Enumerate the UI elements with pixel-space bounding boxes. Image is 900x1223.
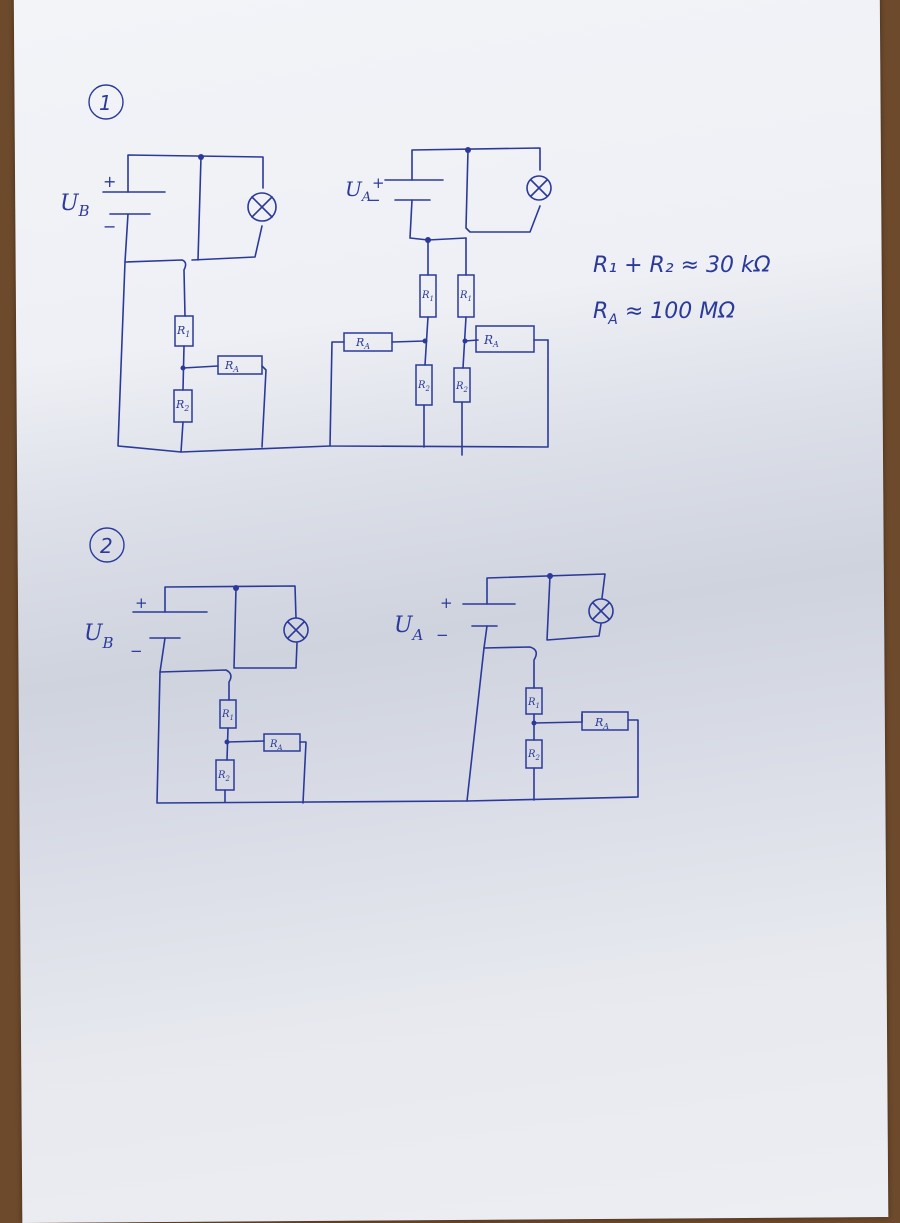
meter-ra-left-label: RA	[355, 336, 370, 351]
lamp-cross-b	[530, 179, 548, 197]
section-number-1: 1	[99, 91, 112, 115]
resistor-r2-label: R2	[417, 380, 431, 393]
meter-ra-label: RA	[594, 716, 609, 731]
section-marker-1	[88, 84, 124, 120]
lamp-symbol	[283, 617, 309, 643]
wire-neg-to-r1	[159, 637, 232, 701]
wire-top	[411, 147, 541, 181]
resistor-r1-label: R1	[459, 290, 472, 303]
voltage-label-ua: UA	[345, 177, 371, 205]
meter-ra-right-label: RA	[483, 333, 499, 349]
wire-lamp-return	[465, 149, 541, 233]
section-marker-2	[89, 527, 125, 563]
circuit-1b: + − UA R1 R2 R1 R2 RA	[329, 147, 552, 456]
circuit-2a: + − UB R1 R2 RA	[84, 585, 468, 804]
wire-neg-bridge	[427, 237, 467, 241]
wire-neg-to-r1	[483, 625, 538, 689]
lamp-symbol	[526, 175, 552, 201]
resistor-r2-label: R2	[527, 749, 541, 762]
wire-neg-to-r1	[124, 213, 187, 317]
wire-lamp-return	[546, 575, 602, 641]
formula-ra: RA ≈ 100 MΩ	[593, 299, 735, 328]
wire-top	[164, 585, 297, 619]
wire-ra-return	[299, 741, 307, 804]
resistor-r2-label: R2	[455, 381, 469, 394]
wire-r2-bottom	[180, 421, 184, 453]
meter-ra	[217, 355, 263, 375]
wire-lamp-return	[191, 225, 263, 261]
meter-ra	[581, 711, 629, 731]
battery-plus-sign: +	[135, 594, 148, 612]
wire-battery-bridge	[197, 156, 202, 261]
battery-minus-sign: −	[368, 191, 381, 209]
wire-bottom-rail	[329, 339, 549, 448]
voltage-label-ua: UA	[394, 613, 424, 644]
battery-minus-sign: −	[103, 217, 116, 236]
battery-plus-sign: +	[440, 594, 453, 612]
resistor-r2-label: R2	[217, 770, 231, 783]
formula-r1-plus-r2: R₁ + R₂ ≈ 30 kΩ	[593, 253, 771, 278]
wire-lamp-return	[233, 587, 298, 669]
meter-ra-label: RA	[224, 359, 239, 374]
resistor-r1-label: R1	[221, 709, 234, 722]
meter-ra-right	[475, 325, 535, 353]
lamp-cross-b	[592, 602, 610, 620]
battery-minus-sign: −	[436, 626, 449, 644]
lamp-symbol	[247, 192, 277, 222]
resistor-r1-label: R1	[176, 324, 190, 339]
wire-to-ra-left	[391, 340, 426, 343]
lamp-cross-b	[251, 196, 273, 218]
wire-top	[127, 154, 264, 193]
wire-to-ra	[182, 365, 219, 369]
wire-top	[486, 573, 606, 605]
resistor-r1-label: R1	[421, 290, 434, 303]
wire-to-ra	[533, 713, 583, 724]
circuit-2b: + − UA R1 R2 RA	[394, 573, 639, 802]
battery-minus-sign: −	[130, 642, 143, 660]
voltage-label-ub: UB	[84, 621, 114, 652]
meter-ra-label: RA	[269, 739, 283, 752]
voltage-label-ub: UB	[60, 191, 90, 220]
circuit-1a: + − UB R1 R2 RA	[60, 154, 331, 453]
wire-to-ra	[226, 740, 265, 743]
resistor-r1-label: R1	[527, 697, 540, 710]
wire-ra-return	[261, 365, 267, 448]
battery-plus-sign: +	[372, 174, 385, 192]
wire-neg	[409, 199, 429, 241]
lamp-symbol	[588, 598, 614, 624]
wire-bottom-rail	[117, 261, 331, 453]
lamp-cross-b	[287, 621, 305, 639]
section-number-2: 2	[100, 534, 113, 558]
wire-bottom-rail	[156, 671, 468, 804]
battery-plus-sign: +	[103, 172, 116, 191]
wire-bottom-rail	[466, 647, 639, 802]
resistor-r2-label: R2	[175, 398, 189, 413]
